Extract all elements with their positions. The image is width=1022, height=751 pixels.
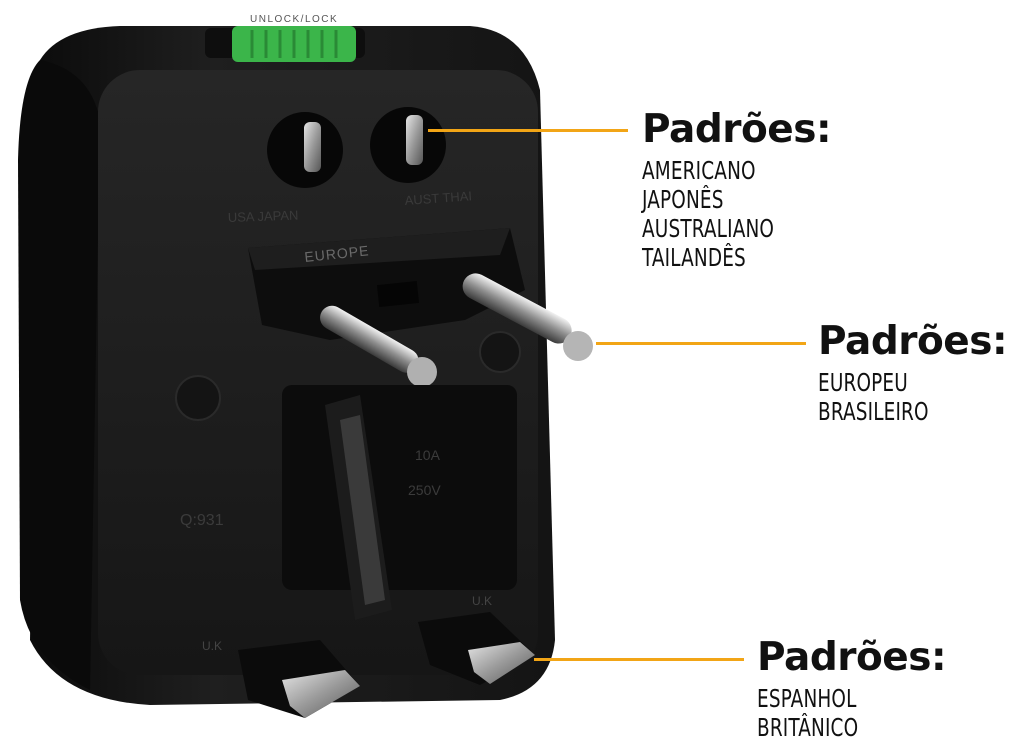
release-button-left [175, 375, 221, 421]
leader-line-middle [596, 342, 806, 345]
uk-earth-pin-face [340, 415, 385, 605]
slider-ridges [250, 30, 338, 58]
release-button-right [479, 331, 521, 373]
callout-item: TAILANDÊS [642, 243, 746, 272]
socket-well [282, 385, 517, 590]
socket-top-left-label: USA JAPAN [228, 208, 299, 225]
callout-list: EUROPEU BRASILEIRO [818, 368, 1007, 426]
leader-line-bottom [534, 658, 744, 661]
model-code: Q:931 [180, 512, 224, 529]
rating-volt: 250V [408, 482, 441, 498]
callout-item: BRITÂNICO [757, 713, 859, 742]
callout-bottom: Padrões: ESPANHOL BRITÂNICO [757, 635, 947, 743]
callout-title: Padrões: [818, 319, 1008, 364]
socket-top-right-label: AUST THAI [404, 188, 472, 208]
socket-left-pin [304, 122, 321, 172]
plug-notch [376, 280, 420, 308]
leader-line-top [428, 129, 628, 132]
callout-list: AMERICANO JAPONÊS AUSTRALIANO TAILANDÊS [642, 156, 831, 272]
europe-pin-right-tip [563, 331, 593, 361]
slider-label: UNLOCK/LOCK [250, 14, 338, 25]
callout-title: Padrões: [757, 635, 947, 680]
callout-item: AMERICANO [642, 156, 756, 185]
uk-left-label: U.K [202, 639, 222, 653]
callout-middle: Padrões: EUROPEU BRASILEIRO [818, 319, 1008, 427]
uk-pin-right-metal [468, 642, 535, 684]
europe-pin-right [462, 273, 572, 344]
callout-top: Padrões: AMERICANO JAPONÊS AUSTRALIANO T… [642, 107, 832, 273]
europe-plug-top [248, 228, 510, 270]
europe-pin-left [320, 305, 419, 373]
callout-item: ESPANHOL [757, 684, 857, 713]
callout-item: AUSTRALIANO [642, 214, 775, 243]
rating-amp: 10A [415, 447, 441, 463]
uk-pin-left-metal [282, 670, 360, 718]
callout-item: JAPONÊS [642, 185, 724, 214]
callout-item: BRASILEIRO [818, 397, 929, 426]
callout-title: Padrões: [642, 107, 832, 152]
socket-right-pin [406, 115, 423, 165]
uk-right-label: U.K [472, 594, 492, 608]
callout-list: ESPANHOL BRITÂNICO [757, 684, 946, 742]
europe-pin-left-tip [407, 357, 437, 387]
plug-label: EUROPE [304, 242, 370, 265]
callout-item: EUROPEU [818, 368, 908, 397]
adapter-side [18, 60, 100, 690]
